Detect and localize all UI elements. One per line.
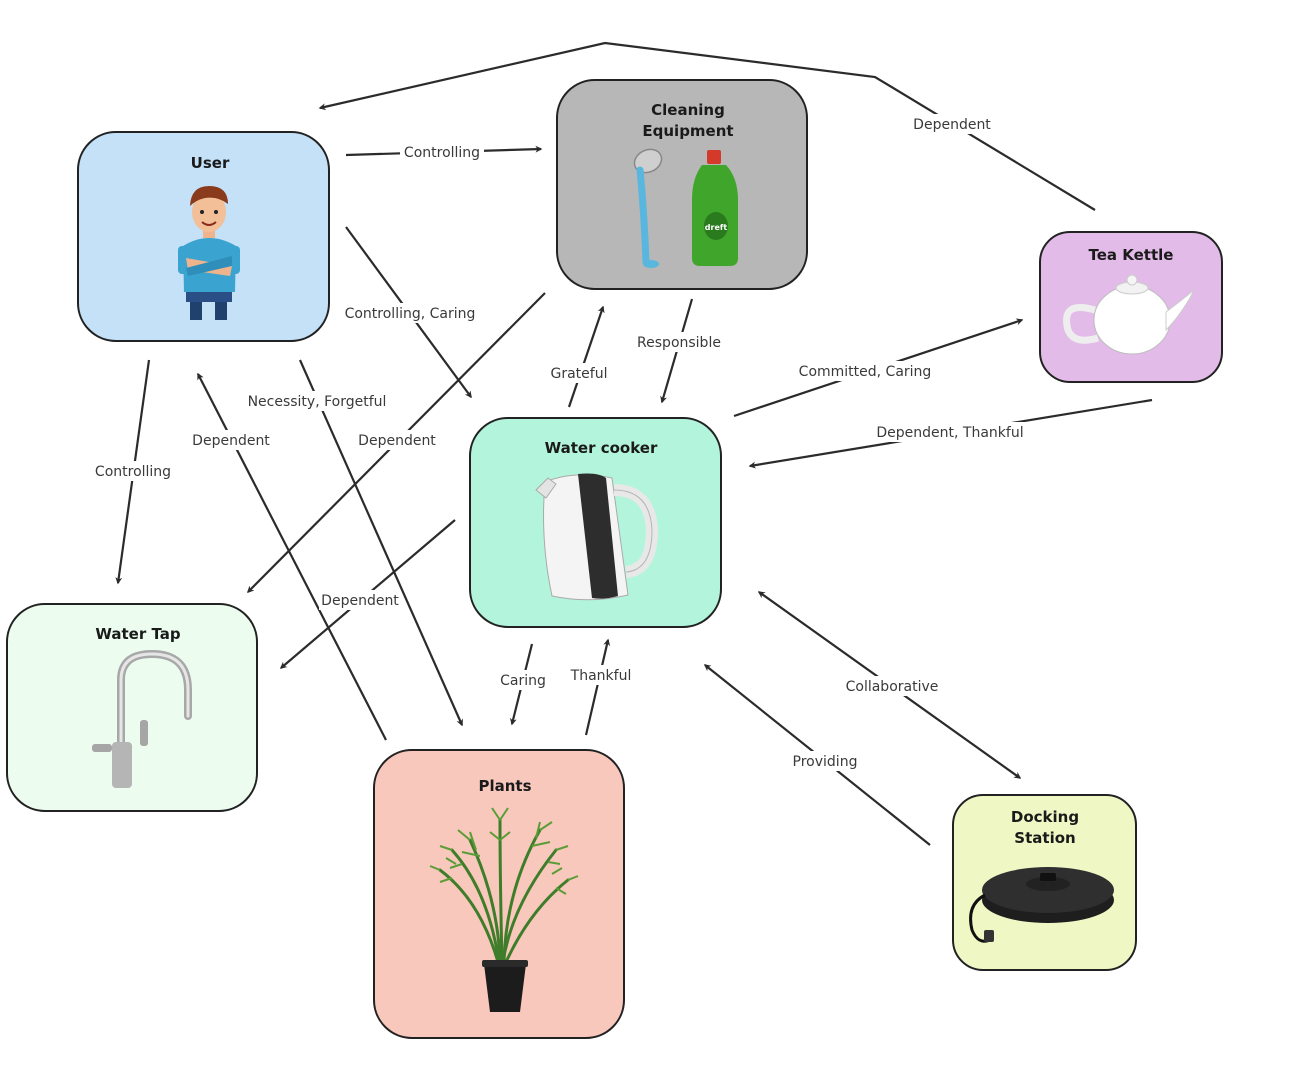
detergent-bottle-icon: dreft [692, 150, 738, 266]
edge-user-cooker: Controlling, Caring [344, 226, 476, 399]
edge-label-cooker-cleaning: Grateful [551, 366, 608, 382]
edge-kettle-user: Dependent [318, 41, 1096, 211]
edge-label-kettle-user: Dependent [913, 117, 991, 133]
teapot-icon [1063, 274, 1195, 355]
electric-kettle-icon [535, 473, 659, 601]
edge-label-plants-user: Dependent [192, 433, 270, 449]
node-water-tap-title: Water Tap [95, 625, 181, 643]
edge-label-cleaning-cooker: Responsible [637, 335, 721, 351]
edge-label-plants-cooker: Thankful [570, 668, 632, 684]
edge-label-user-cleaning: Controlling [404, 145, 480, 161]
node-docking-title-line2: Station [1014, 829, 1075, 847]
node-plants[interactable]: Plants [373, 749, 625, 1039]
node-water-tap-box [6, 603, 258, 812]
edge-label-docking-cooker: Providing [793, 754, 858, 770]
node-tea-kettle-title: Tea Kettle [1089, 246, 1174, 264]
edge-plants-user: Dependent [190, 372, 387, 741]
node-cleaning-box [556, 79, 808, 290]
edge-label-user-cooker: Controlling, Caring [345, 306, 476, 322]
person-icon [178, 186, 240, 320]
edge-cooker-cleaning: Grateful [547, 305, 611, 408]
edge-cooker-docking: Collaborative [757, 591, 1022, 779]
node-cleaning-title-line2: Equipment [642, 122, 733, 140]
edge-label-kettle-cooker: Dependent, Thankful [876, 425, 1023, 441]
brush-icon [633, 148, 663, 268]
edge-plants-cooker: Thankful [567, 638, 635, 736]
edge-label-cooker-docking: Collaborative [846, 679, 939, 695]
edge-label-cooker-kettle: Committed, Caring [799, 364, 932, 380]
node-water-cooker[interactable]: Water cooker [469, 417, 722, 628]
potted-plant-icon [429, 807, 579, 1012]
edge-user-cleaning: Controlling [345, 142, 543, 162]
node-tea-kettle[interactable]: Tea Kettle [1039, 231, 1223, 383]
edge-cooker-plants: Caring [497, 643, 549, 726]
edges: Dependent Controlling Controlling, Carin… [92, 41, 1153, 846]
edge-cooker-tap: Dependent [279, 519, 456, 669]
edge-label-cooker-plants: Caring [500, 673, 546, 689]
node-plants-title: Plants [478, 777, 531, 795]
edge-label-user-plants: Necessity, Forgetful [248, 394, 387, 410]
node-docking-station[interactable]: Docking Station [952, 794, 1137, 971]
edge-label-cleaning-tap: Dependent [358, 433, 436, 449]
faucet-icon [92, 649, 192, 788]
edge-cleaning-tap: Dependent [247, 292, 546, 593]
node-docking-title-line1: Docking [1011, 808, 1079, 826]
edge-cleaning-cooker: Responsible [634, 298, 724, 404]
node-plants-box [373, 749, 625, 1039]
edge-label-cooker-tap: Dependent [321, 593, 399, 609]
docking-base-icon [969, 867, 1114, 943]
edge-docking-cooker: Providing [703, 664, 931, 846]
edge-user-plants: Necessity, Forgetful [248, 359, 464, 727]
node-user-title: User [191, 154, 230, 172]
node-user[interactable]: User [77, 131, 330, 342]
node-water-tap[interactable]: Water Tap [6, 603, 258, 812]
edge-user-tap: Controlling [92, 359, 174, 585]
edge-label-user-tap: Controlling [95, 464, 171, 480]
svg-text:dreft: dreft [705, 223, 728, 232]
edge-cooker-kettle: Committed, Caring [733, 318, 1024, 418]
edge-kettle-cooker: Dependent, Thankful [748, 398, 1153, 469]
node-cleaning-equipment[interactable]: Cleaning Equipment dreft [556, 79, 808, 290]
node-water-cooker-title: Water cooker [545, 439, 658, 457]
node-cleaning-title-line1: Cleaning [651, 101, 725, 119]
